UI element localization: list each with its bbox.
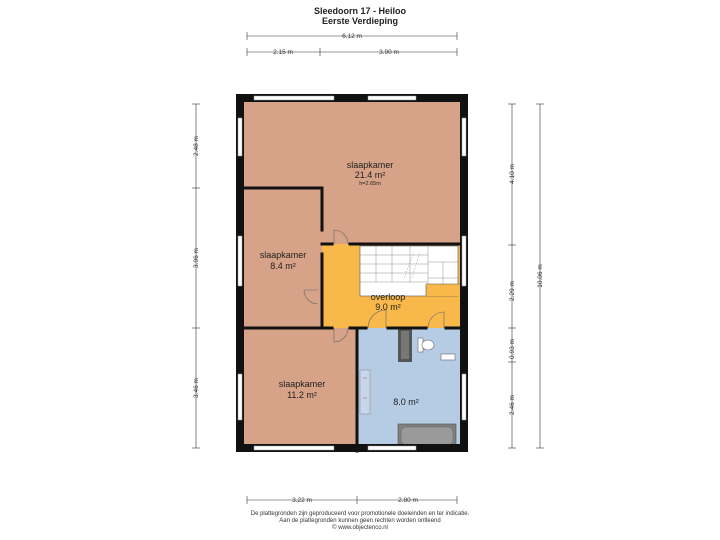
dim-right-total: 10.06 m xyxy=(537,264,544,288)
dim-bottom-left: 3.22 m xyxy=(292,497,312,504)
room-bedroom-large-name: slaapkamer xyxy=(347,160,394,170)
dim-bottom-right: 2.80 m xyxy=(398,497,418,504)
room-bedroom-small-name: slaapkamer xyxy=(260,250,307,260)
room-bedroom-mid-area: 11.2 m² xyxy=(287,390,317,400)
footer-disclaimer-1: De plattegronden zijn geproduceerd voor … xyxy=(250,511,470,517)
room-bedroom-small-area: 8.4 m² xyxy=(270,261,296,271)
room-bedroom-mid-fill xyxy=(244,328,357,451)
room-landing-area: 9.0 m² xyxy=(375,302,401,312)
footer-copyright: © www.objectenco.nl xyxy=(332,525,388,531)
shower-icon xyxy=(359,369,371,415)
dim-top-left: 2.15 m xyxy=(273,49,293,56)
room-landing-name: overloop xyxy=(371,292,406,302)
room-bathroom-area: 8.0 m² xyxy=(393,397,419,407)
windows xyxy=(237,95,467,451)
toilet-closet xyxy=(398,328,412,362)
right-dimensions xyxy=(508,103,544,449)
room-bedroom-small-fill xyxy=(244,188,322,328)
staircase xyxy=(359,245,460,297)
dim-top-total: 6.12 m xyxy=(342,33,362,40)
dim-left-3: 3.46 m xyxy=(193,378,200,398)
dim-top-right: 3.90 m xyxy=(379,49,399,56)
bottom-dimensions xyxy=(246,496,458,504)
dim-right-1: 4.10 m xyxy=(509,164,516,184)
room-bedroom-large-area: 21.4 m² xyxy=(355,170,386,180)
top-dimensions xyxy=(246,32,458,56)
dim-right-4: 2.46 m xyxy=(509,395,516,415)
dim-left-2: 3.96 m xyxy=(193,248,200,268)
plan-title: Sleedoorn 17 - Heiloo xyxy=(313,6,407,16)
plan-subtitle: Eerste Verdieping xyxy=(321,16,399,26)
room-bedroom-mid-name: slaapkamer xyxy=(279,379,326,389)
dim-left-1: 2.48 m xyxy=(193,136,200,156)
room-bedroom-large-height: h=2.65m xyxy=(359,181,381,187)
toilet-icon xyxy=(417,337,435,353)
dim-right-3: 0.93 m xyxy=(509,339,516,359)
dim-right-2: 2.29 m xyxy=(509,281,516,301)
footer-disclaimer-2: Aan de plattegronden kunnen geen rechten… xyxy=(279,518,441,524)
door-swings xyxy=(303,229,445,343)
sink-icon xyxy=(440,353,456,361)
interior-walls xyxy=(242,186,462,453)
left-dimensions xyxy=(192,103,200,449)
